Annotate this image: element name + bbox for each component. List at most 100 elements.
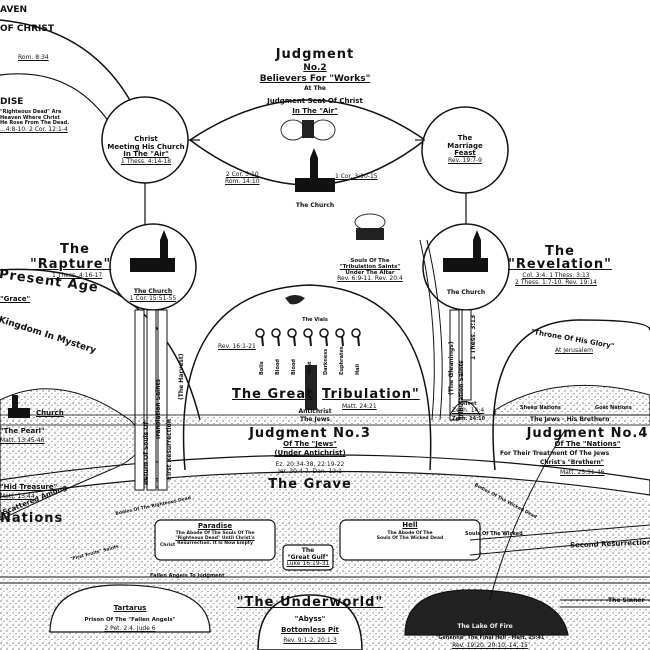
- judgment3-title: Judgment No.3: [249, 426, 371, 441]
- marriage-feast-label: The Marriage Feast Rev. 19:7-9: [447, 134, 483, 165]
- judgment2-at-the: At The: [303, 85, 327, 92]
- souls-channel: [419, 239, 435, 421]
- antichrist-label: Antichrist: [298, 408, 332, 415]
- great-tribulation-2: Tribulation": [322, 387, 420, 402]
- paradise-upper-text: "Righteous Dead" Are Heaven Where Christ…: [0, 109, 70, 133]
- antichrist-figure: [305, 365, 317, 410]
- hell-text: The Abode Of The Souls Of The Wicked Dea…: [376, 531, 444, 541]
- olivet-mount: [449, 401, 481, 416]
- channel-left-3-label: First Resurrection: [166, 418, 173, 480]
- church-icon: [8, 148, 488, 418]
- channel-right-2: [461, 309, 472, 401]
- vial-bowl: [271, 328, 281, 338]
- judgment-seat-label: Judgment Seat Of Christ: [267, 97, 363, 105]
- fallen-angels-label: Fallen Angels To Judgment: [150, 573, 225, 579]
- vials-ref: Rev. 16:1-21: [218, 343, 256, 350]
- channel-left-1: [134, 309, 145, 491]
- lake-of-fire-label: The Lake Of Fire: [457, 623, 513, 630]
- christ-meeting-label: Christ Meeting His Church In The "Air" 1…: [107, 135, 185, 166]
- pearl-label: "The Pearl": [0, 427, 45, 435]
- judgment4-treatment: For Their Treatment Of The Jews: [500, 450, 610, 457]
- wicked-path-line: [489, 429, 566, 601]
- judgment2-subtitle: Believers For "Works": [259, 74, 371, 84]
- vial-label: Hail: [355, 364, 361, 375]
- lake-of-fire: [404, 589, 569, 636]
- paradise-title: Paradise: [197, 522, 233, 530]
- zech-ref: Zech. 14:10: [452, 416, 486, 422]
- underworld-title: "The Underworld": [236, 595, 384, 610]
- hell-compartment: [339, 519, 481, 561]
- jews-band: [0, 414, 650, 426]
- tartarus-title: Tartarus: [113, 604, 147, 612]
- gehenna-ref: Rev. 19:20. 20:10, 14, 15: [452, 642, 528, 649]
- vial-pour: [341, 335, 344, 347]
- judgment4-circle: [492, 319, 650, 471]
- judgment4-ref: Matt. 25:31-46: [560, 469, 605, 476]
- vials-group: [255, 328, 361, 347]
- goat-nations-label: Goat Nations: [595, 405, 632, 411]
- souls-wicked-label: Souls Of The Wicked: [465, 531, 523, 537]
- rapture-ref: 1 Thess. 4:16-17: [52, 272, 103, 279]
- judgment2-ref-right: 1 Cor. 3:10-15: [335, 173, 378, 180]
- channel-left-2-label: Translation Saints: [155, 379, 162, 440]
- judgment3-antichrist: (Under Antichrist): [274, 449, 346, 457]
- throne-of-christ-label: OF CHRIST: [0, 24, 54, 34]
- abyss-dome: [257, 594, 363, 650]
- revelation-church-label: The Church: [446, 289, 486, 296]
- sheep-nations-label: Sheep Nations: [520, 405, 561, 411]
- paradise-upper-title: DISE: [0, 97, 24, 107]
- great-gulf: [282, 544, 334, 571]
- vial-label: Darkness: [323, 348, 329, 375]
- tartarus-ref: 2 Pet. 2:4. Jude 6: [104, 625, 156, 632]
- tartarus-text: Prison Of The "Fallen Angels": [84, 617, 176, 623]
- tribulation-dome: [182, 284, 432, 471]
- mount-of-glory: [494, 384, 650, 416]
- vial-bowl: [287, 328, 297, 338]
- rapture-title: "Rapture": [30, 257, 112, 272]
- church-label: Church: [36, 409, 64, 417]
- revelation-the: The: [545, 244, 575, 259]
- judgment2-title: Judgment: [275, 47, 355, 62]
- vial-pour: [277, 335, 280, 347]
- vial-label: Heat: [307, 361, 313, 375]
- nations-label: Nations: [0, 511, 64, 526]
- judgment2-church: The Church: [295, 202, 335, 209]
- judgment4-title: Judgment No.4: [526, 426, 649, 441]
- vial-bowl: [335, 328, 345, 338]
- vial-pour: [309, 335, 312, 347]
- tartarus-dome: [49, 584, 211, 633]
- pearl-ref: Matt. 13:45-46: [0, 437, 45, 444]
- jews-band-label: The Jews: [300, 416, 330, 423]
- vial-label: Blood: [291, 359, 297, 375]
- grace-label: "Grace": [0, 295, 31, 303]
- paradise-text: The Abode Of The Souls Of The "Righteous…: [175, 531, 255, 546]
- grave-title: The Grave: [268, 477, 352, 492]
- jerusalem-label: At Jerusalem: [555, 347, 593, 354]
- hell-title: Hell: [402, 521, 418, 529]
- revelation-title: "Revelation": [508, 257, 612, 272]
- pit-ref: Rev. 9:1-2, 20:1-3: [283, 637, 337, 644]
- channel-left-1-label: Return Of Souls Of: [143, 421, 150, 485]
- judgment3-jews: Of The "Jews": [283, 440, 337, 448]
- judgment2-number: No.2: [303, 63, 327, 73]
- gleanings-label: (The Gleanings): [448, 341, 455, 395]
- vial-bowl: [351, 328, 361, 338]
- heaven-ref: Rom. 8:34: [18, 54, 49, 61]
- sinner-label: The Sinner: [608, 597, 645, 604]
- gehenna-label: "Gehenna" The Final Hell - Matt. 25:41: [435, 635, 545, 641]
- vial-pour: [261, 335, 264, 347]
- vial-bowl: [255, 328, 265, 338]
- marriage-feast-circle: [421, 106, 509, 194]
- vials-title: The Vials: [302, 317, 328, 323]
- judgment4-brethern: Christ's "Brethern": [540, 459, 604, 466]
- vial-label: Boils: [259, 361, 265, 375]
- tribulation-ref: Matt. 24:21: [342, 403, 377, 410]
- channel-right-ref: 1 Thess. 3:13: [470, 314, 477, 360]
- judgment-seat-air: In The "Air": [292, 107, 338, 115]
- christ-label: Christ: [160, 543, 176, 548]
- treasure-label: "Hid Treasure": [0, 483, 58, 491]
